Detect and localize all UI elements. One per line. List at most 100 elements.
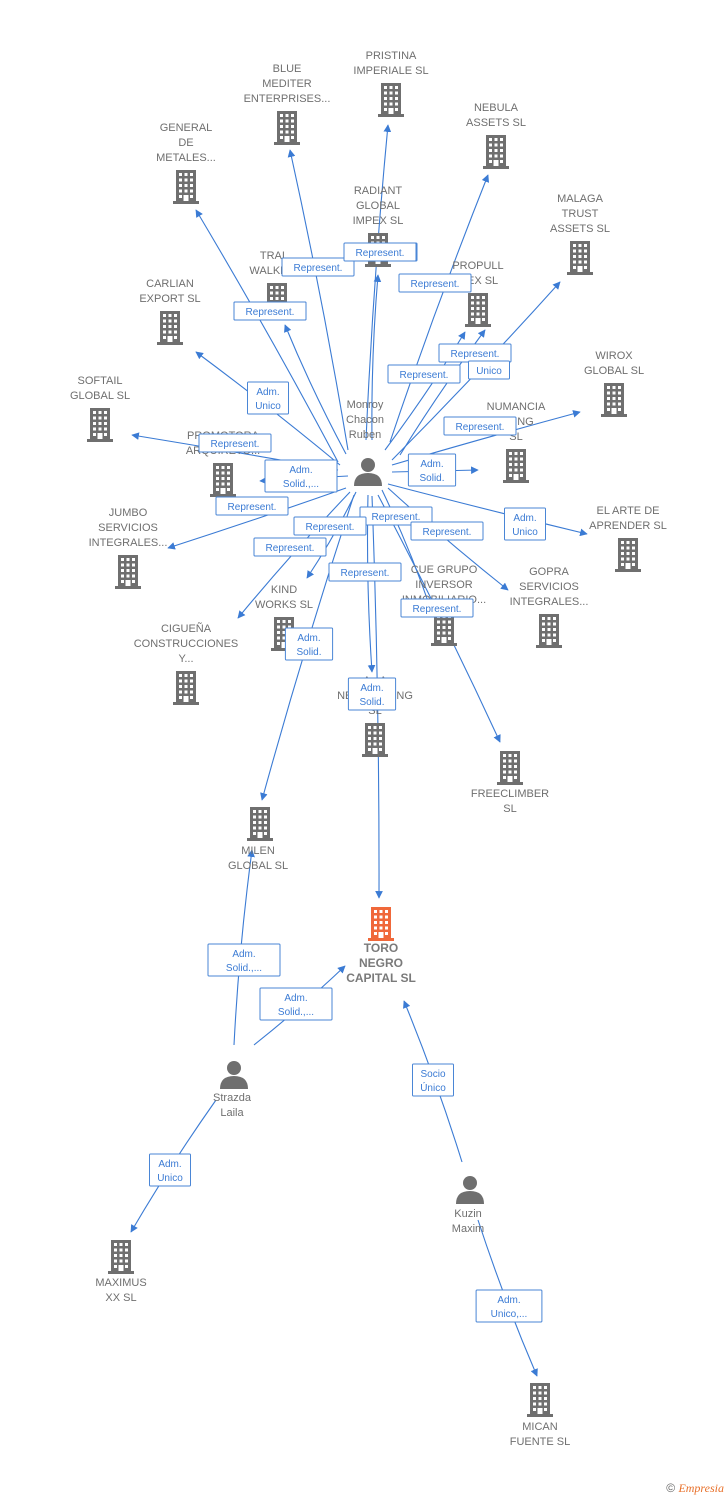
edge-label-monroy-to-radiant[interactable]: Represent. xyxy=(343,242,417,262)
edge-label-monroy-to-network[interactable]: Represent. xyxy=(328,562,402,582)
edge-label-text: Represent. xyxy=(356,248,405,259)
building-icon xyxy=(115,555,141,589)
edge-label-monroy-to-wirox[interactable]: Represent. xyxy=(443,416,517,436)
edge-label-text: Socio xyxy=(420,1069,445,1080)
edge-label-text: Adm. xyxy=(232,949,255,960)
node-label-numancia-line-0: NUMANCIA xyxy=(487,401,546,413)
node-cue[interactable]: CUE GRUPOINVERSORINMOBILIARIO... xyxy=(402,564,486,646)
edge-label-monroy-to-milen[interactable]: Adm.Solid. xyxy=(284,627,334,661)
node-general[interactable]: GENERALDEMETALES... xyxy=(156,122,216,204)
edge-label-monroy-to-numancia[interactable]: Adm.Solid. xyxy=(407,453,457,487)
edge-label-text: Solid. xyxy=(296,647,321,658)
node-propull[interactable]: PROPULL...EX SL xyxy=(452,260,504,327)
building-icon xyxy=(601,383,627,417)
edge-label-text: Represent. xyxy=(372,512,421,523)
edge-label-text: Solid. xyxy=(419,473,444,484)
edge-monroy-to-radiant xyxy=(371,274,382,441)
edge-monroy-to-general xyxy=(195,209,339,463)
edge-label-monroy-to-carlian[interactable]: Adm. Unico xyxy=(247,381,289,415)
edge-label-text: Adm. xyxy=(158,1159,181,1170)
edge-label-text: Solid. xyxy=(359,697,384,708)
edge-label-text: Adm. xyxy=(256,387,279,398)
building-icon xyxy=(362,723,388,757)
edge-label-monroy-to-freeclimber[interactable]: Represent. xyxy=(400,598,474,618)
edge-label-monroy-to-jumbo[interactable]: Represent. xyxy=(215,496,289,516)
edge-label-monroy-to-promotora[interactable]: Adm.Solid.,... xyxy=(264,459,338,493)
edge-label-monroy-to-malaga[interactable]: Represent. xyxy=(438,343,512,363)
node-blue[interactable]: BLUEMEDITERENTERPRISES... xyxy=(244,63,331,145)
node-label-radiant-line-2: IMPEX SL xyxy=(353,215,404,227)
node-nebula[interactable]: NEBULA ASSETS SL xyxy=(466,102,526,169)
node-label-carlian-line-1: EXPORT SL xyxy=(139,293,200,305)
edge-label-text: Adm. xyxy=(497,1295,520,1306)
node-label-malaga-line-2: ASSETS SL xyxy=(550,223,610,235)
node-label-cue-line-0: CUE GRUPO xyxy=(411,564,478,576)
edge-label-strazda-to-maximus[interactable]: Adm.Unico xyxy=(149,1153,191,1187)
node-numancia[interactable]: NUMANCIA...TINGSL xyxy=(487,401,546,483)
node-label-nebula-line-1: ASSETS SL xyxy=(466,117,526,129)
node-gopra[interactable]: GOPRASERVICIOSINTEGRALES... xyxy=(510,566,589,648)
node-label-kuzin-line-1: Maxim xyxy=(452,1223,484,1235)
edge-label-strazda-to-milen[interactable]: Adm.Solid.,... xyxy=(207,943,281,977)
edge-label-monroy-to-blue[interactable]: Represent. xyxy=(281,257,355,277)
building-icon xyxy=(503,449,529,483)
node-label-toro-line-0: TORO xyxy=(364,941,398,955)
edge-label-monroy-to-softail[interactable]: Represent. xyxy=(198,433,272,453)
node-label-gopra-line-2: INTEGRALES... xyxy=(510,596,589,608)
edge-monroy-to-nebula xyxy=(389,174,490,443)
edge-label-text: Adm. xyxy=(289,465,312,476)
node-label-jumbo-line-2: INTEGRALES... xyxy=(89,537,168,549)
building-icon xyxy=(378,83,404,117)
node-label-wirox-line-0: WIROX xyxy=(595,350,633,362)
node-jumbo[interactable]: JUMBOSERVICIOSINTEGRALES... xyxy=(89,507,168,589)
node-ciguena[interactable]: CIGUEÑACONSTRUCCIONESY... xyxy=(134,622,239,705)
edge-monroy-to-blue xyxy=(287,149,349,451)
edge-label-text: Represent. xyxy=(246,307,295,318)
edge-label-text: Único xyxy=(420,1081,446,1094)
node-label-monroy-line-2: Ruben xyxy=(349,429,381,441)
node-label-propull-line-0: PROPULL xyxy=(452,260,503,272)
edge-label-text: Unico xyxy=(255,401,281,412)
node-label-nebula-line-0: NEBULA xyxy=(474,102,519,114)
edge-monroy-to-trai xyxy=(284,324,347,455)
node-label-milen-line-0: MILEN xyxy=(241,845,275,857)
edge-label-monroy-to-trai[interactable]: Represent. xyxy=(233,301,307,321)
edge-label-monroy-to-gopra[interactable]: Represent. xyxy=(410,521,484,541)
edge-label-text: Adm. xyxy=(360,683,383,694)
node-label-kind-line-0: KIND xyxy=(271,584,297,596)
edge-label-strazda-to-toro[interactable]: Adm.Solid.,... xyxy=(259,987,333,1021)
copyright-footer[interactable]: © Empresia xyxy=(666,1481,724,1496)
building-icon xyxy=(368,907,394,941)
edge-monroy-to-cue xyxy=(381,489,432,608)
edge-label-monroy-to-nebula[interactable]: Represent. xyxy=(398,273,472,293)
edge-label-monroy-to-ciguena[interactable]: Represent. xyxy=(293,516,367,536)
edge-label-kuzin-to-mican[interactable]: Adm.Unico,... xyxy=(475,1289,543,1323)
node-label-kind-line-1: WORKS SL xyxy=(255,599,313,611)
node-label-softail-line-1: GLOBAL SL xyxy=(70,390,130,402)
edge-label-monroy-to-propull[interactable]: Represent. xyxy=(387,364,461,384)
edge-label-monroy-to-propull[interactable]: Unico xyxy=(468,360,510,380)
edge-label-text: Represent. xyxy=(266,543,315,554)
edge-label-monroy-to-kind[interactable]: Represent. xyxy=(253,537,327,557)
edge-label-monroy-to-toro[interactable]: Adm. Solid. xyxy=(347,677,397,711)
building-icon xyxy=(157,311,183,345)
node-label-jumbo-line-0: JUMBO xyxy=(109,507,148,519)
edge-label-monroy-to-cue[interactable]: Represent. xyxy=(359,506,433,526)
edge-label-monroy-to-elarte[interactable]: Adm.Unico xyxy=(504,507,546,541)
